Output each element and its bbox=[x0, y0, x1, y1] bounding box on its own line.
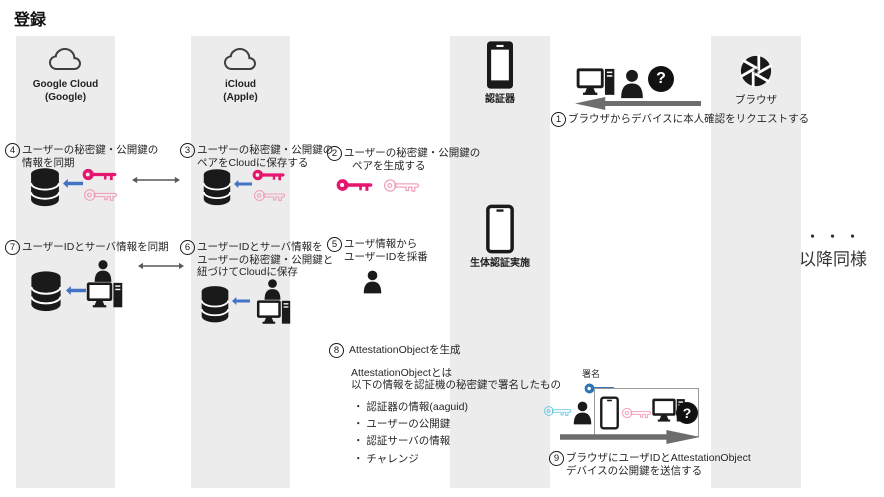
smartphone-outline-icon bbox=[600, 396, 619, 430]
public-key-icon bbox=[254, 188, 286, 203]
arrow-keys-to-db bbox=[63, 179, 83, 188]
private-key-icon bbox=[252, 167, 286, 183]
step-5-text: ユーザーIDを採番 bbox=[344, 250, 428, 263]
question-mark-icon: ? bbox=[648, 66, 674, 92]
person-icon bbox=[572, 400, 593, 426]
column-google-label: Google Cloud bbox=[32, 79, 99, 90]
public-key-icon bbox=[84, 187, 118, 203]
cloud-icon bbox=[42, 44, 88, 76]
bullet-item: ・ ユーザーの公開鍵 bbox=[353, 418, 451, 431]
step-6-text: 紐づけてCloudに保存 bbox=[197, 266, 298, 279]
cloud-icon bbox=[217, 44, 263, 76]
column-google-cloud: Google Cloud (Google) bbox=[16, 36, 115, 488]
computer-icon bbox=[86, 282, 124, 314]
step-4-text: ユーザーの秘密鍵・公開鍵の bbox=[22, 144, 159, 156]
step-2-text: ペアを生成する bbox=[352, 159, 426, 172]
continuation-label: 以降同様 bbox=[799, 250, 867, 269]
step-7-text: ユーザーIDとサーバ情報を同期 bbox=[22, 241, 169, 253]
database-icon bbox=[28, 167, 62, 207]
computer-icon bbox=[256, 300, 292, 330]
person-icon bbox=[619, 69, 645, 99]
column-icloud-sublabel: (Apple) bbox=[223, 92, 258, 103]
signature-label: 署名 bbox=[582, 369, 601, 379]
person-icon bbox=[263, 279, 282, 300]
step-6-text: ユーザーIDとサーバ情報を bbox=[197, 241, 323, 253]
smartphone-icon bbox=[487, 41, 513, 89]
bullet-item: ・ チャレンジ bbox=[353, 452, 419, 465]
step-6-number: 6 bbox=[180, 240, 195, 255]
column-icloud: iCloud (Apple) bbox=[191, 36, 290, 488]
step-7: 7 ユーザーIDとサーバ情報を同期 bbox=[5, 240, 169, 255]
bullet-item: ・ 認証器の情報(aaguid) bbox=[353, 401, 468, 413]
step-8-number: 8 bbox=[329, 343, 344, 358]
public-key-icon bbox=[622, 406, 652, 420]
step-8-desc-line: AttestationObjectとは bbox=[351, 367, 452, 379]
step-8-desc-line: 以下の情報を認証機の秘密鍵で署名したもの bbox=[351, 379, 561, 392]
step-9-number: 9 bbox=[549, 451, 564, 466]
arrow-device-to-browser bbox=[560, 430, 700, 444]
step-6: 6 ユーザーIDとサーバ情報を ユーザーの秘密鍵・公開鍵と 紐づけてCloudに… bbox=[180, 240, 334, 279]
person-icon bbox=[93, 260, 113, 282]
private-key-icon bbox=[336, 176, 374, 194]
step-9: 9 ブラウザにユーザIDとAttestationObject デバイスの公開鍵を… bbox=[549, 451, 751, 477]
question-mark-icon: ? bbox=[676, 402, 698, 424]
step-9-text: デバイスの公開鍵を送信する bbox=[566, 464, 703, 477]
step-4-number: 4 bbox=[5, 143, 20, 158]
step-1-number: 1 bbox=[551, 112, 566, 127]
smartphone-outline-icon bbox=[486, 204, 514, 254]
step-4-text: 情報を同期 bbox=[22, 156, 75, 169]
database-icon bbox=[201, 168, 233, 206]
sync-double-arrow bbox=[138, 262, 184, 270]
step-2-text: ユーザーの秘密鍵・公開鍵の bbox=[344, 147, 481, 159]
step-8-title: AttestationObjectを生成 bbox=[349, 344, 461, 356]
biometric-auth-label: 生体認証実施 bbox=[470, 258, 530, 269]
aperture-icon bbox=[740, 55, 772, 87]
column-authenticator: 認証器 生体認証実施 bbox=[450, 36, 550, 488]
step-3-number: 3 bbox=[180, 143, 195, 158]
step-6-text: ユーザーの秘密鍵・公開鍵と bbox=[197, 253, 334, 266]
arrow-keys-to-db bbox=[234, 180, 252, 188]
bullet-item: ・ 認証サーバの情報 bbox=[353, 435, 451, 448]
arrow-browser-to-device bbox=[575, 97, 701, 110]
person-icon bbox=[362, 270, 383, 294]
step-3-text: ペアをCloudに保存する bbox=[197, 156, 309, 169]
step-3: 3 ユーザーの秘密鍵・公開鍵の ペアをCloudに保存する bbox=[180, 143, 334, 169]
column-icloud-label: iCloud bbox=[224, 79, 257, 90]
arrow-server-to-db bbox=[66, 286, 86, 295]
step-8-description: AttestationObjectとは 以下の情報を認証機の秘密鍵で署名したもの bbox=[351, 367, 561, 392]
sync-double-arrow bbox=[132, 176, 180, 184]
database-icon bbox=[29, 270, 63, 312]
column-browser: ブラウザ bbox=[711, 36, 801, 488]
step-5: 5 ユーザ情報から ユーザーIDを採番 bbox=[327, 237, 428, 263]
ellipsis-dots: ・・・ bbox=[806, 229, 867, 244]
step-2-number: 2 bbox=[327, 146, 342, 161]
arrow-server-to-db bbox=[232, 297, 250, 305]
step-3-text: ユーザーの秘密鍵・公開鍵の bbox=[197, 144, 334, 156]
step-8-bullet-list: ・ 認証器の情報(aaguid) ・ ユーザーの公開鍵 ・ 認証サーバの情報 ・… bbox=[353, 399, 468, 468]
column-authenticator-label: 認証器 bbox=[485, 94, 515, 105]
database-icon bbox=[200, 284, 230, 324]
step-8: 8 AttestationObjectを生成 bbox=[329, 343, 461, 358]
step-4: 4 ユーザーの秘密鍵・公開鍵の 情報を同期 bbox=[5, 143, 159, 169]
device-public-key-icon bbox=[544, 404, 572, 418]
page-title: 登録 bbox=[14, 12, 47, 29]
step-2: 2 ユーザーの秘密鍵・公開鍵の ペアを生成する bbox=[327, 146, 481, 172]
step-5-text: ユーザ情報から bbox=[344, 238, 418, 250]
private-key-icon bbox=[82, 166, 118, 183]
step-7-number: 7 bbox=[5, 240, 20, 255]
step-5-number: 5 bbox=[327, 237, 342, 252]
step-9-text: ブラウザにユーザIDとAttestationObject bbox=[566, 452, 751, 464]
public-key-icon bbox=[384, 177, 420, 194]
step-1: 1 ブラウザからデバイスに本人確認をリクエストする bbox=[551, 112, 810, 127]
column-browser-label: ブラウザ bbox=[735, 94, 777, 106]
column-google-sublabel: (Google) bbox=[44, 92, 87, 103]
step-1-text: ブラウザからデバイスに本人確認をリクエストする bbox=[568, 113, 810, 125]
